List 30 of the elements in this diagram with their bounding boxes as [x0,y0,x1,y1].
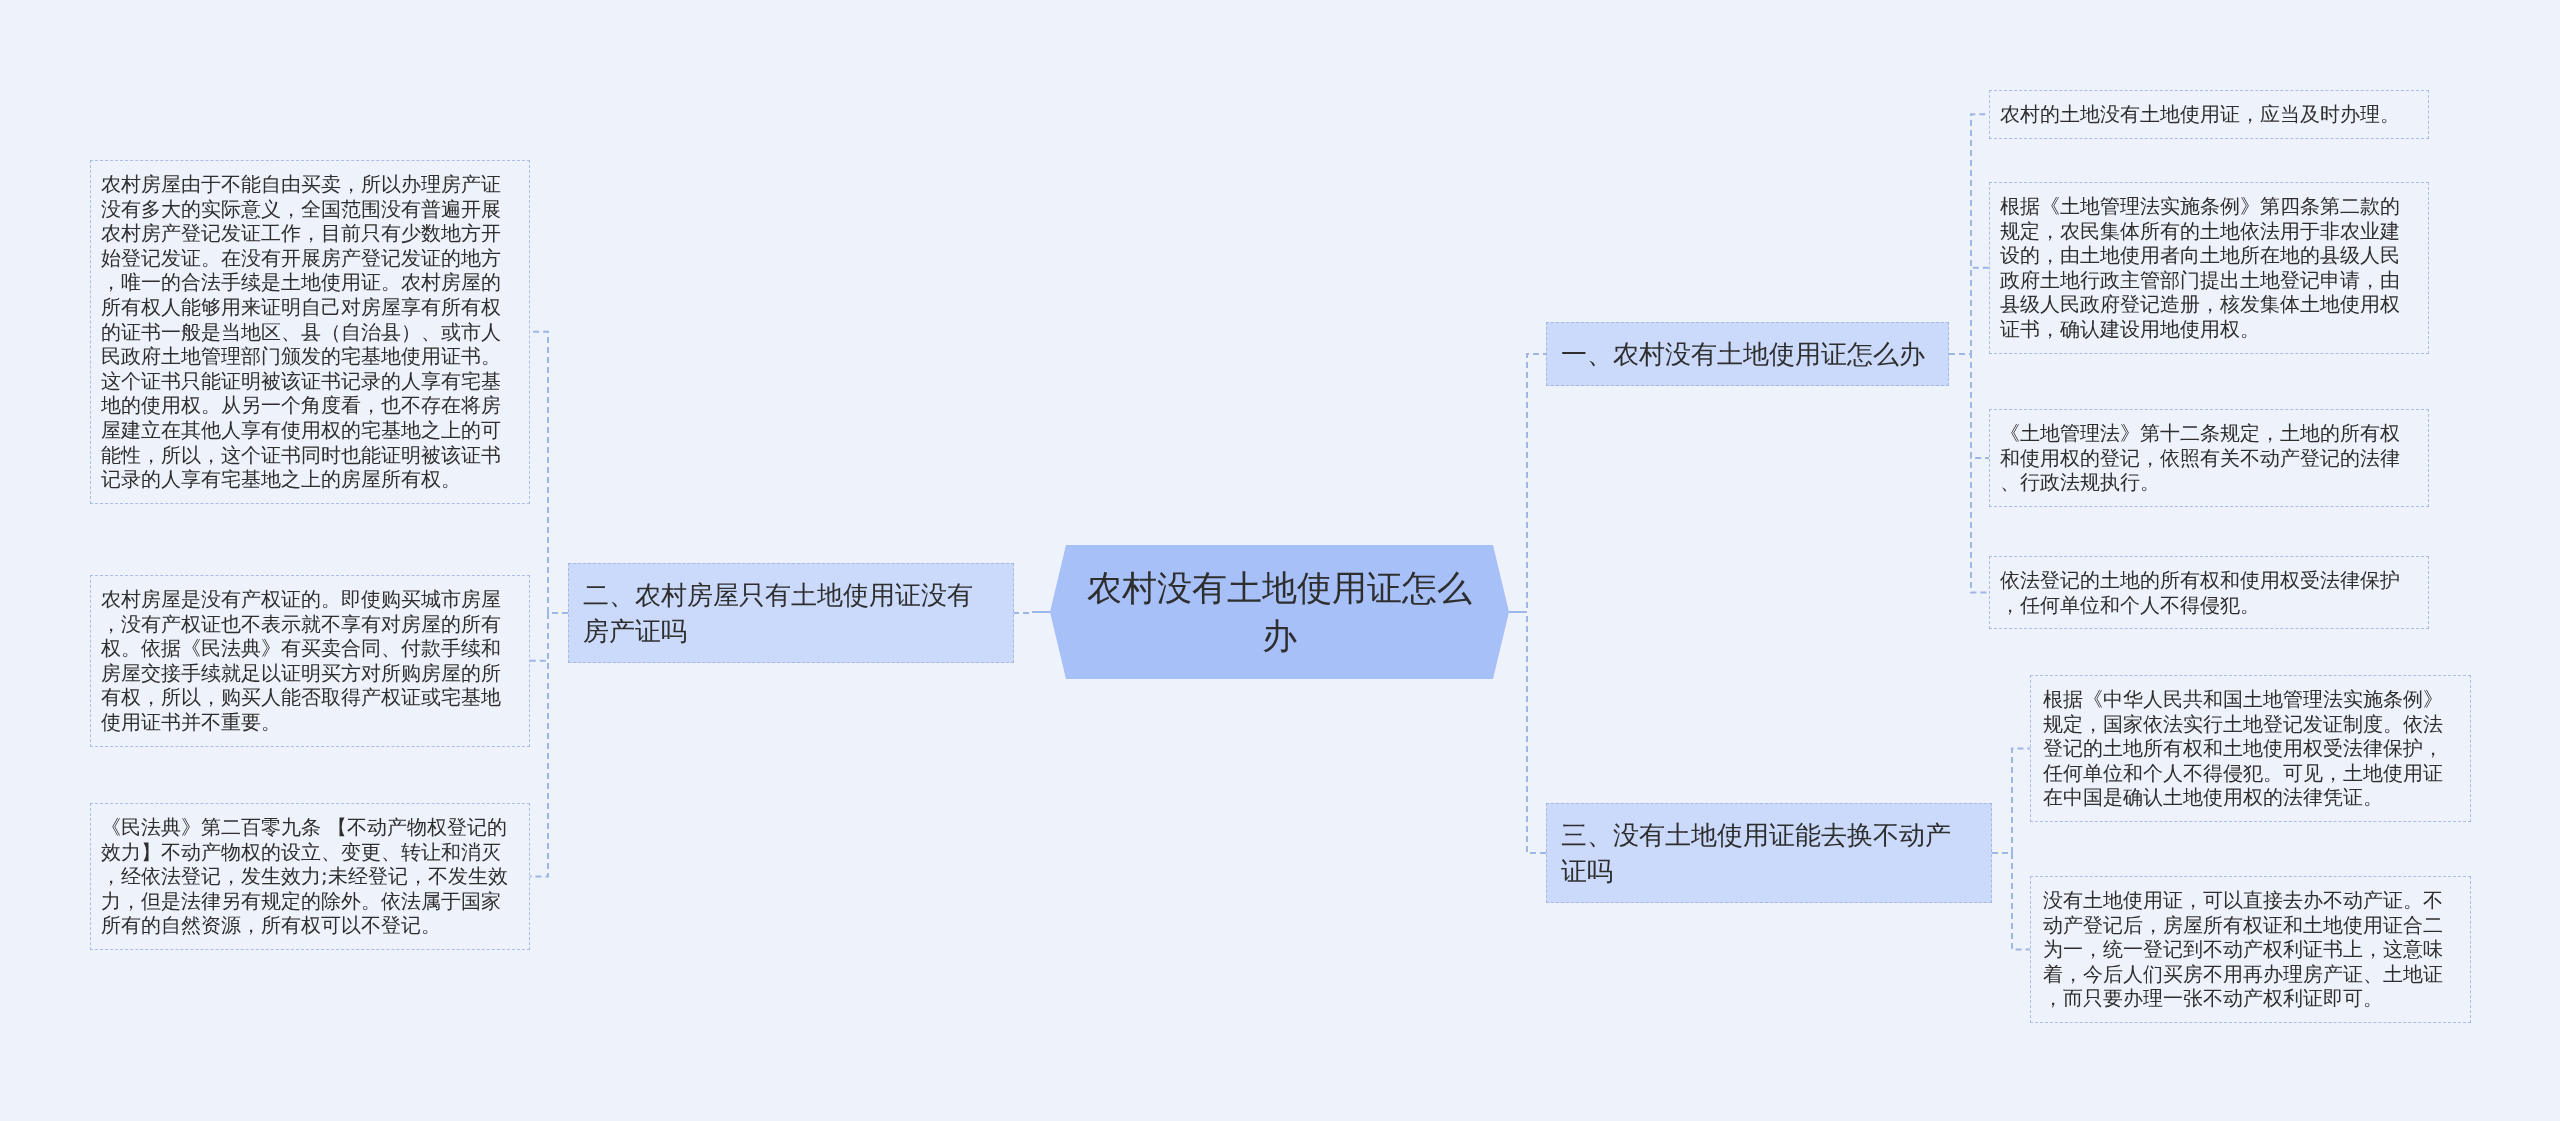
central-topic [1050,545,1509,679]
note-text: 依法登记的土地的所有权和使用权受法律保护，任何单位和个人不得侵犯。 [2000,568,2401,618]
note-text: 农村房屋是没有产权证的。即使购买城市房屋，没有产权证也不表示就不享有对房屋的所有权。依据《民法典》有买卖合同、付款手续和房屋交接手续就足以证明买方对所购房屋的所有权，所以，购买人能否取得产权证或宅基地使用证书并不重要。 [101,587,502,735]
note-text: 《民法典》第二百零九条 【不动产物权登记的效力】不动产物权的设立、变更、转让和消灭，经依法登记，发生效力;未经登记，不发生效力，但是法律另有规定的除外。依法属于国家所有的自然资源，所有权可以不登记。 [101,815,509,938]
note-box [1989,556,2429,630]
topic-text: 二、农村房屋只有土地使用证没有房产证吗 [583,579,974,648]
connector-line [1013,611,1051,614]
note-text: 根据《中华人民共和国土地管理法实施条例》规定，国家依法实行土地登记发证制度。依法登记的土地所有权和土地使用权受法律保护，任何单位和个人不得侵犯。可见，土地使用证在中国是确认土地使用权的法律凭证。 [2043,687,2444,810]
connector-line [1508,611,1547,854]
note-text: 农村的土地没有土地使用证，应当及时办理。 [2000,102,2401,127]
topic-box [1546,322,1949,386]
topic-text: 一、农村没有土地使用证怎么办 [1561,338,1926,371]
note-box [90,575,530,747]
connector-line [529,612,569,878]
note-text: 根据《土地管理法实施条例》第四条第二款的规定，农民集体所有的土地依法用于非农业建设的，由土地使用者向土地所在地的县级人民政府土地行政主管部门提出土地登记申请，由县级人民政府登记造册，核发集体土地使用权证书，确认建设用地使用权。 [2000,194,2401,342]
topic-box [1546,803,1992,903]
note-text: 没有土地使用证，可以直接去办不动产证。不动产登记后，房屋所有权证和土地使用证合二为一，统一登记到不动产权利证书上，这意味着，今后人们买房不用再办理房产证、土地证，而只要办理一张不动产权利证即可。 [2043,888,2444,1011]
connector-line [1991,852,2031,951]
note-text: 农村房屋由于不能自由买卖，所以办理房产证没有多大的实际意义，全国范围没有普遍开展农村房产登记发证工作，目前只有少数地方开始登记发证。在没有开展房产登记发证的地方，唯一的合法手续是土地使用证。农村房屋的所有权人能够用来证明自己对房屋享有所有权的证书一般是当地区、县（自治县）、或市人民政府土地管理部门颁发的宅基地使用证书。这个证书只能证明被该证书记录的人享有宅基地的使用权。从另一个角度看，也不存在将房屋建立在其他人享有使用权的宅基地之上的可能性，所以，这个证书同时也能证明被该证书记录的人享有宅基地之上的房屋所有权。 [101,172,502,492]
topic-text: 三、没有土地使用证能去换不动产证吗 [1561,819,1952,888]
note-box [2030,675,2471,822]
note-box [90,160,530,504]
note-box [1989,90,2429,139]
note-box [1989,182,2429,354]
note-box [2030,876,2471,1023]
note-box [1989,409,2429,507]
note-box [90,803,530,950]
topic-box [568,563,1014,663]
note-text: 《土地管理法》第十二条规定，土地的所有权和使用权的登记，依照有关不动产登记的法律、行政法规执行。 [2000,421,2401,495]
central-topic-text: 农村没有土地使用证怎么办 [1086,567,1473,658]
